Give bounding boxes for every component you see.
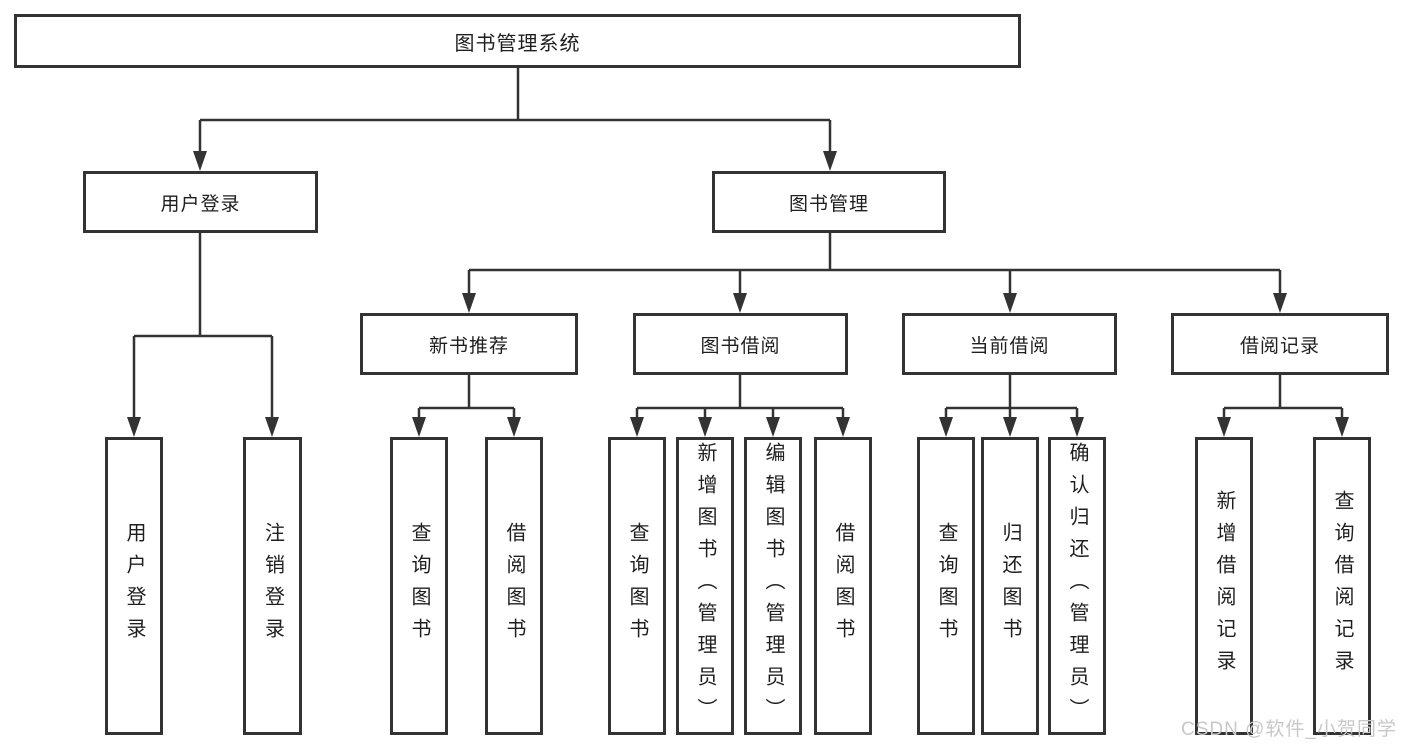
- node-label: 图书管理系统: [454, 32, 581, 55]
- arrow-down-icon: [823, 151, 837, 171]
- leaf-borrow-add-books-admin: 新增图书（管理员）: [676, 437, 734, 735]
- node-label: 当前借阅: [969, 335, 1050, 357]
- arrow-down-icon: [507, 417, 521, 437]
- leaf-record-add-record: 新增借阅记录: [1195, 437, 1253, 735]
- arrow-down-icon: [698, 417, 712, 437]
- node-label: 图书管理: [788, 193, 869, 215]
- node-label: 查询图书: [935, 522, 957, 650]
- node-label: 新增借阅记录: [1213, 490, 1235, 682]
- arrow-down-icon: [1217, 417, 1231, 437]
- connector-userlogin-to-leaves: [127, 233, 279, 437]
- leaf-record-query-record: 查询借阅记录: [1313, 437, 1371, 735]
- node-label: 新增图书（管理员）: [694, 442, 716, 730]
- arrow-down-icon: [193, 151, 207, 171]
- node-label: 图书借阅: [700, 335, 781, 357]
- node-borrow-records: 借阅记录: [1171, 313, 1389, 375]
- node-label: 借阅记录: [1239, 335, 1320, 357]
- arrow-down-icon: [733, 293, 747, 313]
- connector-current-to-leaves: [939, 375, 1084, 437]
- leaf-borrow-edit-books-admin: 编辑图书（管理员）: [744, 437, 802, 735]
- node-label: 查询图书: [408, 522, 430, 650]
- arrow-down-icon: [630, 417, 644, 437]
- leaf-borrow-query-books: 查询图书: [608, 437, 666, 735]
- leaf-current-confirm-return-admin: 确认归还（管理员）: [1048, 437, 1106, 735]
- arrow-down-icon: [836, 417, 850, 437]
- arrow-down-icon: [939, 417, 953, 437]
- node-label: 查询借阅记录: [1331, 490, 1353, 682]
- arrow-down-icon: [127, 417, 141, 437]
- leaf-current-query-books: 查询图书: [917, 437, 975, 735]
- leaf-logout: 注销登录: [243, 437, 302, 735]
- arrow-down-icon: [265, 417, 279, 437]
- connector-bookmgmt-to-level3: [462, 233, 1287, 313]
- connector-borrow-to-leaves: [630, 375, 850, 437]
- leaf-newrec-query-books: 查询图书: [390, 437, 448, 735]
- node-label: 注销登录: [261, 522, 284, 650]
- node-label: 用户登录: [160, 193, 241, 215]
- node-label: 编辑图书（管理员）: [762, 442, 784, 730]
- node-book-borrow: 图书借阅: [633, 313, 848, 375]
- arrow-down-icon: [462, 293, 476, 313]
- node-label: 借阅图书: [832, 522, 854, 650]
- node-new-book-recommend: 新书推荐: [360, 313, 578, 375]
- node-user-login: 用户登录: [83, 171, 318, 233]
- leaf-newrec-borrow-books: 借阅图书: [485, 437, 543, 735]
- node-root-system: 图书管理系统: [14, 14, 1021, 68]
- leaf-user-login: 用户登录: [105, 437, 163, 735]
- arrow-down-icon: [412, 417, 426, 437]
- node-label: 确认归还（管理员）: [1066, 442, 1088, 730]
- node-label: 新书推荐: [428, 335, 509, 357]
- arrow-down-icon: [1335, 417, 1349, 437]
- node-label: 用户登录: [123, 522, 145, 650]
- node-current-borrow: 当前借阅: [902, 313, 1117, 375]
- arrow-down-icon: [1003, 417, 1017, 437]
- arrow-down-icon: [766, 417, 780, 437]
- leaf-borrow-borrow-books: 借阅图书: [814, 437, 872, 735]
- node-label: 归还图书: [999, 522, 1021, 650]
- node-label: 查询图书: [626, 522, 648, 650]
- node-book-management: 图书管理: [712, 171, 946, 233]
- arrow-down-icon: [1003, 293, 1017, 313]
- connector-root-to-level2: [193, 67, 837, 171]
- leaf-current-return-books: 归还图书: [981, 437, 1039, 735]
- connector-newbooks-to-leaves: [412, 375, 521, 437]
- connector-records-to-leaves: [1217, 375, 1349, 437]
- arrow-down-icon: [1273, 293, 1287, 313]
- csdn-watermark: CSDN @软件_小贺同学: [1181, 719, 1397, 740]
- arrow-down-icon: [1070, 417, 1084, 437]
- node-label: 借阅图书: [503, 522, 525, 650]
